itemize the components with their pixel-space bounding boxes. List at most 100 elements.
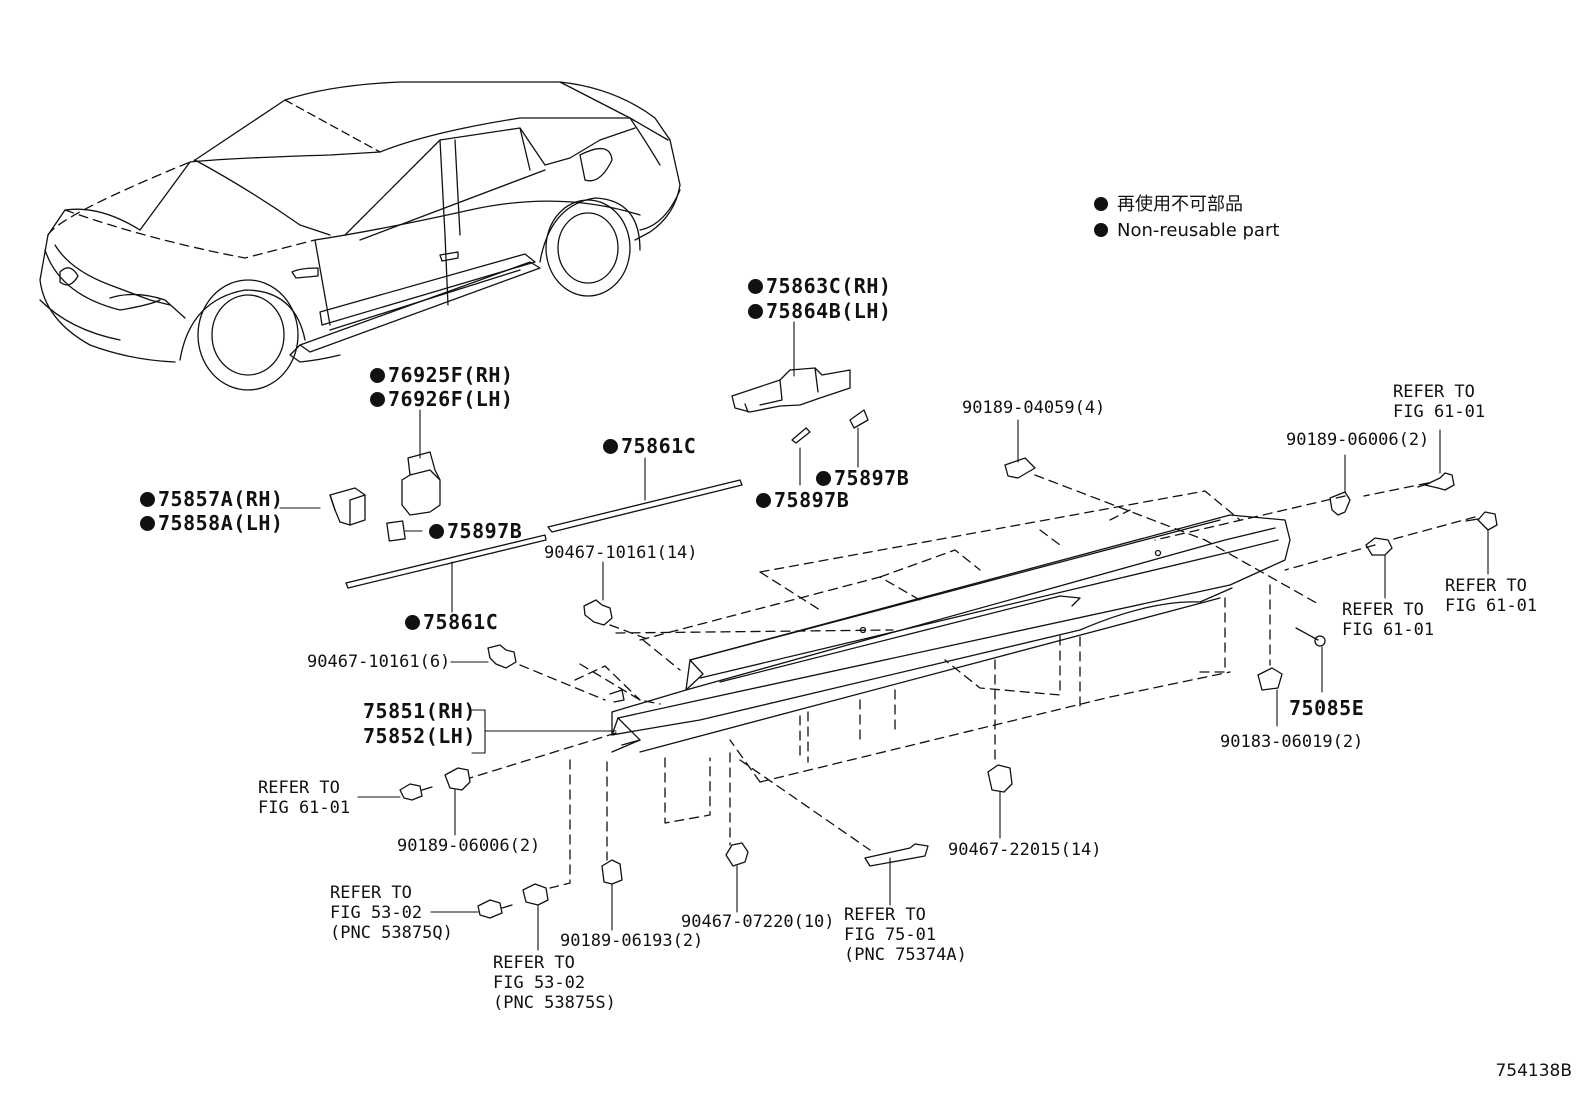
refer-line: FIG 61-01	[1393, 402, 1486, 422]
pad-75897b-left	[387, 521, 405, 541]
callout-90189-06006-left: 90189-06006(2)	[397, 836, 541, 856]
bolt-mid-right	[1466, 512, 1497, 530]
refer-line: FIG 53-02	[330, 903, 423, 923]
non-reusable-dot-icon	[429, 524, 444, 539]
callout-75858a: 75858A(LH)	[140, 513, 283, 533]
callout-90467-22015: 90467-22015(14)	[948, 840, 1102, 860]
non-reusable-dot-icon	[370, 368, 385, 383]
bolt-left-53	[478, 900, 512, 918]
nut-90183-06019	[1258, 668, 1282, 690]
non-reusable-dot-icon	[816, 471, 831, 486]
callout-76926f: 76926F(LH)	[370, 389, 513, 409]
refer-mid-right-b: REFER TO FIG 61-01	[1445, 576, 1537, 616]
refer-line: FIG 53-02	[493, 973, 586, 993]
refer-line: REFER TO	[1445, 576, 1527, 596]
callout-90189-06193: 90189-06193(2)	[560, 931, 704, 951]
pad-75897b-mid-lower	[792, 428, 810, 443]
callout-75897b-left: 75897B	[429, 521, 522, 541]
refer-left-53-s: REFER TO FIG 53-02 (PNC 53875S)	[493, 953, 616, 1013]
callout-text: 76925F(RH)	[388, 363, 514, 387]
clip-left-53s	[523, 884, 548, 905]
non-reusable-dot-icon	[405, 615, 420, 630]
callout-75857a: 75857A(RH)	[140, 489, 283, 509]
leader-lines	[280, 322, 1488, 950]
clip-mid-right	[1366, 538, 1392, 555]
callout-text: 75863C(RH)	[766, 274, 892, 298]
callout-text: 76926F(LH)	[388, 387, 514, 411]
pad-75897b-mid-upper	[850, 410, 868, 428]
callout-75851: 75851(RH)	[363, 699, 476, 723]
bolt-left-61	[400, 784, 432, 800]
callout-90467-10161-6: 90467-10161(6)	[307, 652, 451, 672]
callout-text: 75861C	[423, 610, 499, 634]
refer-line: FIG 61-01	[258, 798, 351, 818]
clip-90189-06193	[602, 860, 622, 884]
clip-90189-06006-right	[1330, 492, 1350, 515]
non-reusable-dot-icon	[603, 439, 618, 454]
callout-76925f: 76925F(RH)	[370, 365, 513, 385]
legend-text-en: Non-reusable part	[1117, 220, 1280, 241]
cap-75857a-shape	[330, 488, 365, 525]
figure-id: 754138B	[1495, 1061, 1572, 1081]
refer-line: (PNC 53875Q)	[330, 923, 453, 943]
callout-text: 75857A(RH)	[158, 487, 284, 511]
callout-90189-06006-right: 90189-06006(2)	[1286, 430, 1430, 450]
nut-90189-04059	[1005, 458, 1035, 478]
callout-75864b: 75864B(LH)	[748, 301, 891, 321]
callout-text: 75897B	[447, 519, 523, 543]
clip-90467-10161-14	[584, 600, 612, 625]
non-reusable-dot-icon	[748, 279, 763, 294]
panel-dashed-guides	[470, 475, 1475, 888]
refer-left-bolt: REFER TO FIG 61-01	[258, 778, 350, 818]
callout-75897b-mid-lower: 75897B	[756, 490, 849, 510]
refer-line: REFER TO	[1393, 382, 1475, 402]
refer-line: FIG 61-01	[1445, 596, 1538, 616]
non-reusable-dot-icon	[140, 516, 155, 531]
non-reusable-dot-icon	[140, 492, 155, 507]
non-reusable-dot-icon	[370, 392, 385, 407]
callout-text: 75864B(LH)	[766, 299, 892, 323]
non-reusable-dot-icon	[756, 493, 771, 508]
refer-top-right: REFER TO FIG 61-01	[1393, 382, 1485, 422]
refer-line: REFER TO	[1342, 600, 1424, 620]
refer-line: REFER TO	[330, 883, 412, 903]
refer-line: FIG 75-01	[844, 925, 937, 945]
non-reusable-dot-icon	[1094, 197, 1108, 211]
bracket-75374a	[865, 844, 928, 866]
rocker-panel-part	[612, 515, 1290, 752]
cap-76925f-shape	[402, 452, 440, 515]
bracket-75863c-shape	[732, 368, 850, 412]
legend-text-jp: 再使用不可部品	[1117, 194, 1243, 215]
callout-text: 75861C	[621, 434, 697, 458]
callout-text: 75897B	[834, 466, 910, 490]
refer-line: (PNC 75374A)	[844, 945, 967, 965]
legend-row-en: Non-reusable part	[1094, 218, 1279, 244]
non-reusable-dot-icon	[748, 304, 763, 319]
refer-bottom-75: REFER TO FIG 75-01 (PNC 75374A)	[844, 905, 967, 965]
legend: 再使用不可部品 Non-reusable part	[1094, 192, 1279, 244]
refer-line: REFER TO	[493, 953, 575, 973]
clip-panel-end	[610, 690, 624, 702]
legend-row-jp: 再使用不可部品	[1094, 192, 1279, 218]
callout-90183-06019: 90183-06019(2)	[1220, 732, 1364, 752]
molding-strips	[346, 480, 742, 588]
callout-75852: 75852(LH)	[363, 724, 476, 748]
callout-75861c-bottom: 75861C	[405, 612, 498, 632]
callout-75085e: 75085E	[1289, 696, 1365, 720]
refer-mid-right-a: REFER TO FIG 61-01	[1342, 600, 1434, 640]
clip-90467-22015	[988, 765, 1012, 792]
callout-90189-04059: 90189-04059(4)	[962, 398, 1106, 418]
refer-line: FIG 61-01	[1342, 620, 1435, 640]
refer-line: REFER TO	[844, 905, 926, 925]
screw-75085e	[1296, 628, 1325, 646]
callout-75897b-mid-upper: 75897B	[816, 468, 909, 488]
non-reusable-dot-icon	[1094, 223, 1108, 237]
bolt-top-right	[1418, 473, 1454, 490]
refer-line: REFER TO	[258, 778, 340, 798]
refer-line: (PNC 53875S)	[493, 993, 616, 1013]
clip-90467-10161-6	[488, 645, 516, 668]
callout-90467-10161-14: 90467-10161(14)	[544, 543, 698, 563]
refer-left-53-q: REFER TO FIG 53-02 (PNC 53875Q)	[330, 883, 453, 943]
clip-90467-07220	[726, 843, 748, 866]
